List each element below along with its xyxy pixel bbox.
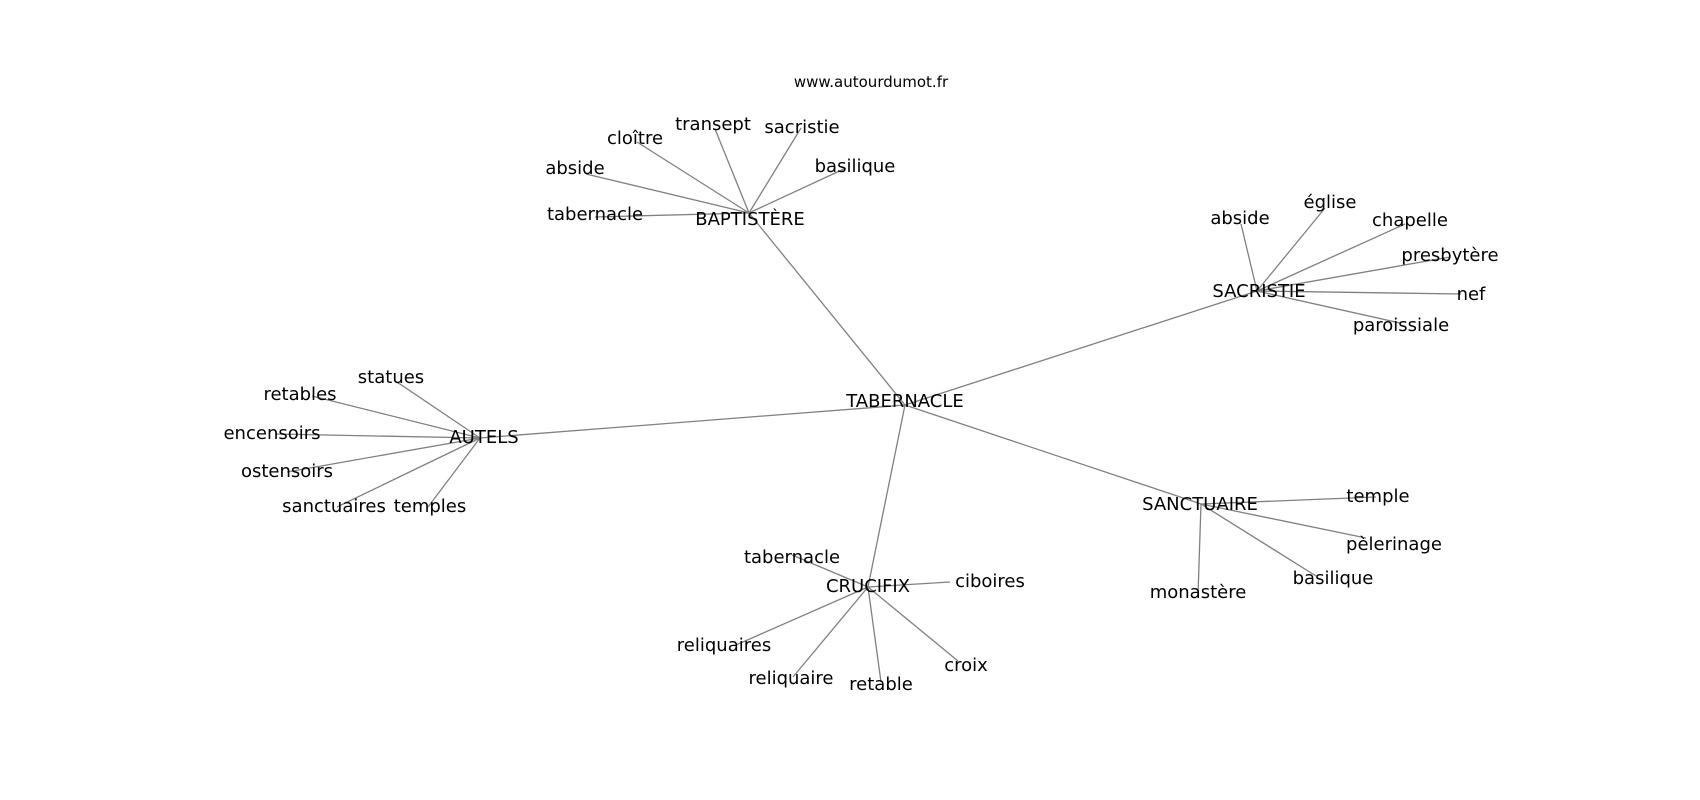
edge-n2-n12 — [1240, 223, 1258, 292]
leaf-node-label: retable — [849, 674, 913, 695]
leaf-node-label: nef — [1457, 284, 1486, 305]
edge-n2-n16 — [1256, 290, 1462, 295]
leaf-node-label: ciboires — [955, 571, 1025, 592]
edge-n5-n31 — [792, 586, 869, 678]
edge-n2-n13 — [1256, 207, 1326, 292]
leaf-node-label: presbytère — [1401, 245, 1498, 266]
leaf-node-label: encensoirs — [223, 423, 320, 444]
edge-n1-n8 — [748, 127, 802, 214]
hub-node-label: CRUCIFIX — [826, 576, 910, 597]
leaf-node-label: temples — [394, 496, 467, 517]
leaf-node-label: basilique — [815, 156, 896, 177]
edge-n4-n24 — [1200, 496, 1377, 505]
hub-node-label: AUTELS — [449, 427, 518, 448]
edge-n4-n26 — [1200, 503, 1317, 577]
edge-n0-n1 — [748, 212, 906, 406]
edge-n3-n21 — [286, 437, 481, 473]
hub-node-label: TABERNACLE — [845, 391, 964, 412]
edge-n3-n18 — [393, 379, 481, 439]
edge-n4-n25 — [1200, 503, 1367, 539]
leaf-node-label: abside — [1210, 208, 1269, 229]
edge-n1-n6 — [636, 141, 750, 214]
edge-n3-n23 — [427, 437, 481, 508]
edge-n2-n14 — [1256, 223, 1406, 292]
hub-node-label: BAPTISTÈRE — [695, 208, 805, 230]
edge-n0-n5 — [867, 404, 906, 588]
edge-n5-n32 — [867, 586, 882, 683]
leaf-node-label: statues — [358, 367, 424, 388]
leaf-node-label: basilique — [1293, 568, 1374, 589]
leaf-node-label: tabernacle — [547, 204, 643, 225]
edge-n3-n19 — [311, 395, 481, 439]
edge-n5-n30 — [735, 586, 869, 646]
leaf-node-label: retables — [263, 384, 336, 405]
leaf-node-label: ostensoirs — [241, 461, 333, 482]
edge-n0-n4 — [904, 404, 1202, 505]
hub-node-label: SACRISTIE — [1212, 281, 1305, 302]
leaf-node-label: monastère — [1150, 582, 1247, 603]
leaf-node-label: sacristie — [764, 117, 839, 138]
nodes-layer: TABERNACLE BAPTISTÈRE SACRISTIE AUTELS SANCT… — [223, 114, 1498, 695]
leaf-node-label: pèlerinage — [1346, 534, 1442, 555]
leaf-node-label: cloître — [607, 128, 663, 149]
edge-n4-n27 — [1197, 503, 1202, 596]
leaf-node-label: croix — [944, 655, 988, 676]
edge-n2-n15 — [1256, 256, 1451, 292]
leaf-node-label: paroissiale — [1353, 315, 1449, 336]
edge-n3-n20 — [274, 433, 481, 439]
edge-n1-n7 — [714, 128, 750, 214]
leaf-node-label: temple — [1346, 486, 1409, 507]
leaf-node-label: reliquaire — [748, 668, 833, 689]
edge-n3-n22 — [336, 437, 481, 508]
edge-n5-n28 — [791, 554, 869, 588]
edge-n5-n33 — [867, 586, 959, 662]
hub-node-label: SANCTUAIRE — [1142, 494, 1258, 515]
leaf-node-label: sanctuaires — [282, 496, 386, 517]
site-url-label: www.autourdumot.fr — [794, 73, 949, 91]
leaf-node-label: église — [1304, 192, 1357, 213]
edges-layer — [274, 127, 1462, 683]
edge-n5-n29 — [867, 581, 951, 588]
leaf-node-label: transept — [675, 114, 751, 135]
edge-n0-n2 — [904, 290, 1258, 406]
leaf-node-label: chapelle — [1372, 210, 1448, 231]
leaf-node-label: tabernacle — [744, 547, 840, 568]
edge-n1-n9 — [585, 173, 750, 214]
edge-n0-n3 — [479, 404, 906, 439]
leaf-node-label: reliquaires — [677, 635, 771, 656]
edge-n2-n17 — [1256, 290, 1401, 324]
leaf-node-label: abside — [545, 158, 604, 179]
edge-n1-n10 — [748, 167, 847, 214]
edge-n1-n11 — [594, 212, 750, 218]
